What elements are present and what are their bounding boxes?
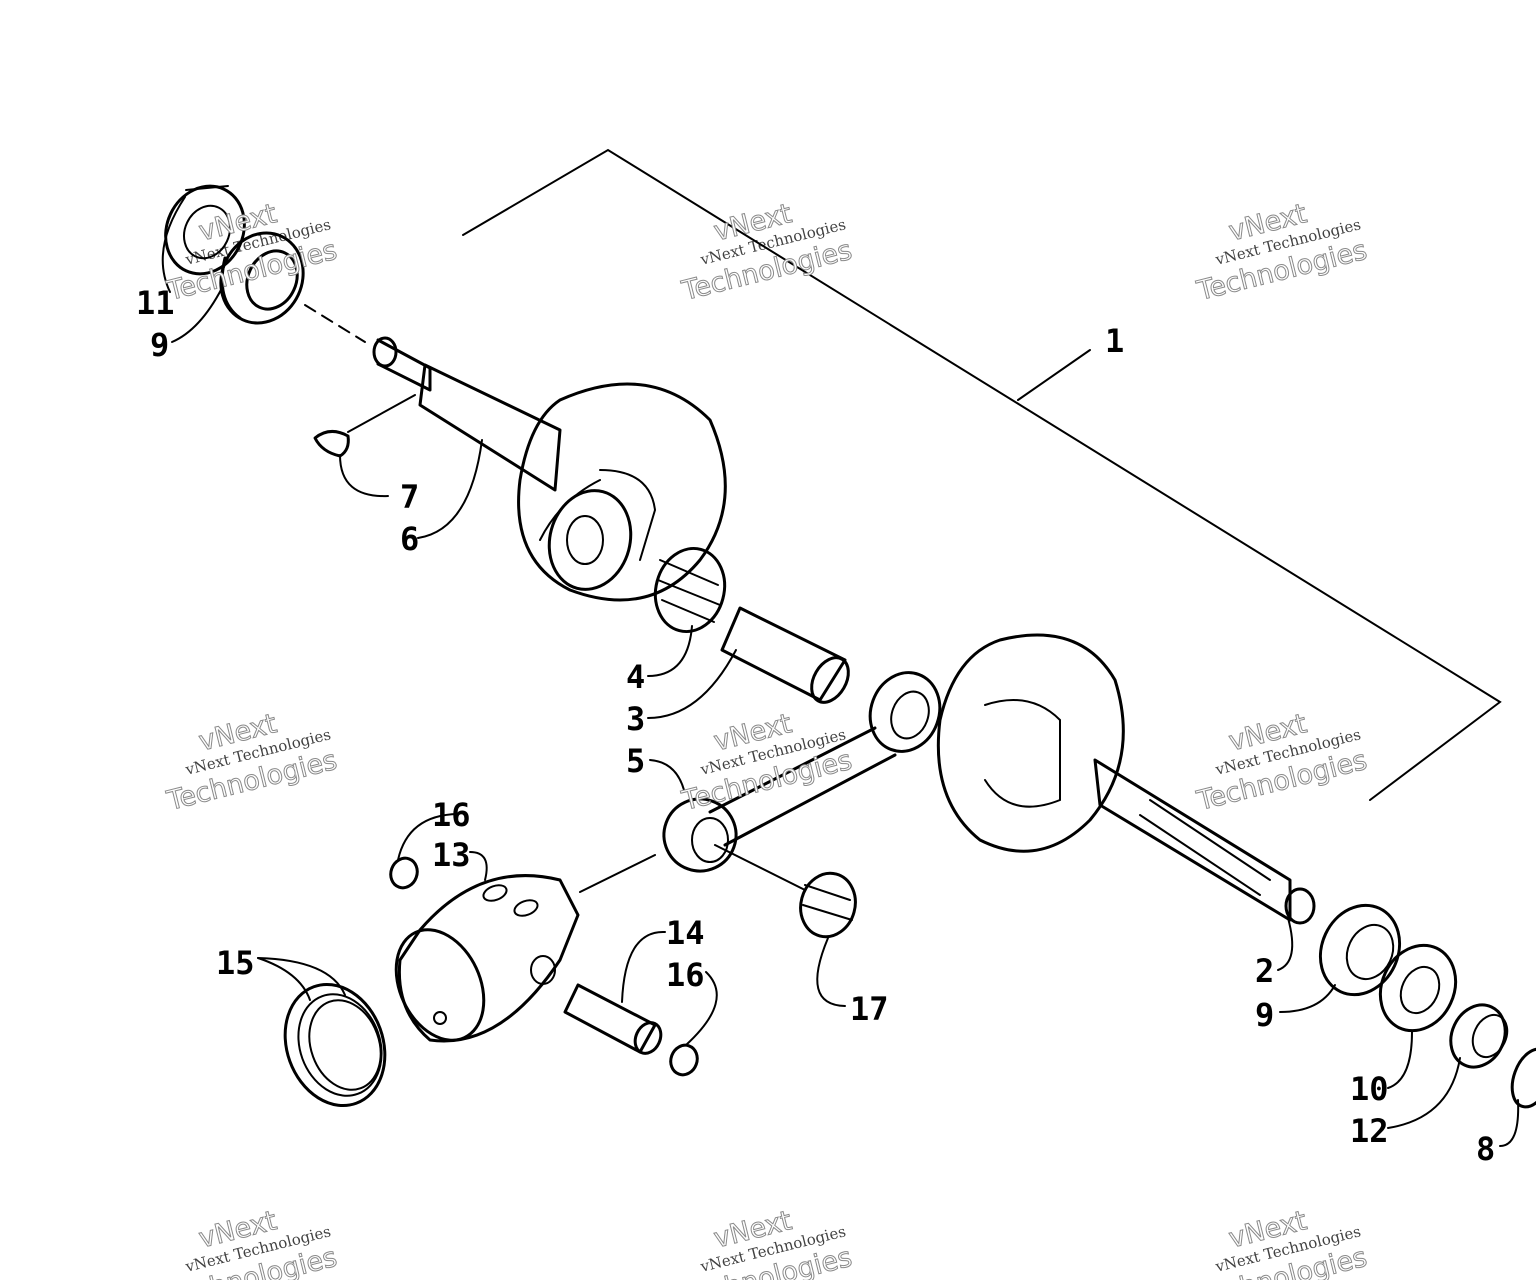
callout-12: 12 [1350, 1112, 1389, 1150]
callout-8: 8 [1476, 1130, 1495, 1168]
callout-labels: 1 2 3 4 5 6 7 8 9 9 10 11 12 13 14 15 16… [136, 284, 1495, 1168]
callout-10: 10 [1350, 1070, 1389, 1108]
watermark-bottom-right: vNext vNext Technologies Technologies [1193, 1205, 1371, 1280]
clip-16-left-drawing [389, 856, 419, 890]
crankshaft-left-half-drawing [372, 336, 727, 602]
callout-1: 1 [1105, 322, 1124, 360]
callout-9-left: 9 [150, 326, 169, 364]
bearing-9-left-drawing [219, 231, 305, 325]
watermark-top-right: vNext vNext Technologies Technologies [1193, 198, 1371, 308]
needle-bearing-4-drawing [653, 546, 727, 634]
callout-6: 6 [400, 520, 419, 558]
piston-rings-15-drawing [283, 982, 387, 1108]
piston-13-drawing [394, 874, 580, 1043]
seal-10-drawing [1378, 943, 1458, 1033]
callout-14: 14 [666, 914, 705, 952]
callout-13: 13 [432, 836, 471, 874]
woodruff-key-7-drawing [313, 394, 416, 458]
piston-pin-14-drawing [563, 983, 663, 1055]
spacer-12-drawing [1449, 1003, 1509, 1069]
watermark-bottom-center: vNext vNext Technologies Technologies [678, 1205, 856, 1280]
callout-4: 4 [626, 658, 645, 696]
callout-15: 15 [216, 944, 255, 982]
watermark-middle-center: vNext vNext Technologies Technologies [678, 708, 856, 818]
assembly-bracket [462, 148, 1502, 801]
bearing-11-drawing [164, 184, 246, 276]
watermark-middle-right: vNext vNext Technologies Technologies [1193, 708, 1371, 818]
leader-lines [161, 196, 1520, 1147]
callout-17: 17 [850, 990, 889, 1028]
callout-16-upper: 16 [432, 796, 471, 834]
clip-16-right-drawing [669, 1043, 699, 1077]
callout-2: 2 [1255, 952, 1274, 990]
callout-3: 3 [626, 700, 645, 738]
callout-5: 5 [626, 742, 645, 780]
needle-bearing-17-drawing [799, 871, 857, 939]
connecting-rod-5-drawing [662, 671, 942, 873]
callout-7: 7 [400, 478, 419, 516]
washer-8-drawing [1510, 1047, 1536, 1109]
crankshaft-right-half-drawing [936, 633, 1316, 925]
crank-pin-3-drawing [720, 606, 850, 704]
watermark-bottom-left: vNext vNext Technologies Technologies [163, 1205, 341, 1280]
callout-11: 11 [136, 284, 175, 322]
bearing-9-right-drawing [1318, 903, 1402, 997]
callout-16-lower: 16 [666, 956, 705, 994]
watermark-middle-left: vNext vNext Technologies Technologies [163, 708, 341, 818]
callout-9-right: 9 [1255, 996, 1274, 1034]
